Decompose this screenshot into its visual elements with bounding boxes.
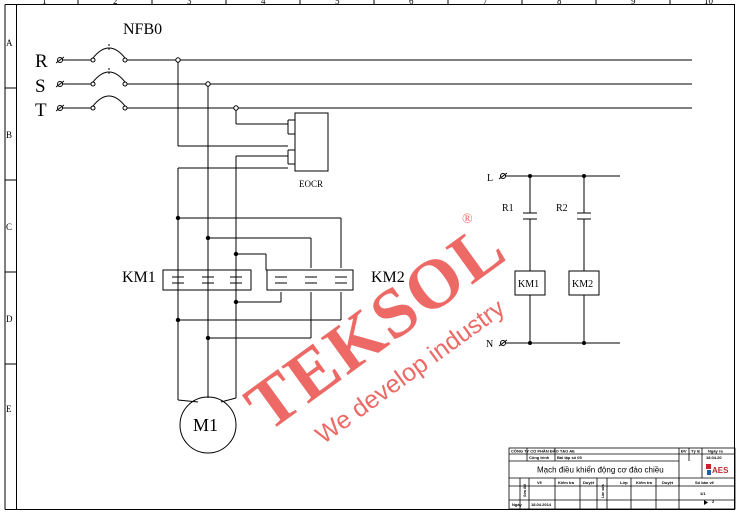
tb-drawn-label: Vẽ — [537, 480, 543, 485]
junction-dots — [175, 57, 239, 341]
column-marker: 1 — [42, 0, 47, 6]
tb-date-label: Ngày ra — [708, 449, 723, 454]
tb-left-vertical: Sửa đổi — [523, 484, 527, 497]
column-marker: 10 — [704, 0, 714, 6]
tb-check-label-2: Kiểm tra — [636, 480, 653, 485]
row-marker: E — [6, 404, 12, 414]
overload-label: EOCR — [299, 179, 323, 189]
tb-date-row-label: Ngày — [512, 502, 523, 507]
control-wiring — [498, 172, 620, 347]
power-wiring — [55, 44, 692, 454]
contactor2-label: KM2 — [371, 269, 405, 286]
relay2-label: R2 — [556, 203, 568, 214]
coil2-label: KM2 — [572, 279, 593, 290]
row-marker: A — [6, 38, 13, 48]
neutral-label: N — [486, 339, 493, 350]
page-arrow-icon — [704, 500, 708, 505]
tb-company: CÔNG TY CỔ PHẦN ĐÀO TẠO AE — [511, 449, 575, 454]
column-marker: 7 — [483, 0, 488, 6]
relay1-label: R1 — [502, 203, 514, 214]
tb-title: Mạch điều khiển động cơ đảo chiều — [537, 466, 664, 475]
column-marker: 2 — [113, 0, 118, 6]
title-block: CÔNG TY CỔ PHẦN ĐÀO TẠO AE Công trình Bà… — [508, 447, 736, 510]
contactor1-label: KM1 — [122, 269, 156, 286]
phase-label-t: T — [35, 100, 47, 121]
phase-label-s: S — [35, 76, 46, 97]
column-marker: 5 — [335, 0, 340, 6]
tb-approve-label: Duyệt — [583, 480, 595, 485]
tb-drawing-no-label: Bài tập số 05 — [557, 455, 582, 460]
line-label: L — [487, 173, 493, 184]
column-markers: 1 2 3 4 5 6 7 8 9 10 — [42, 0, 714, 6]
tb-date-value: 18.04.20 — [706, 455, 722, 460]
row-marker: B — [6, 130, 12, 140]
drawing-frame — [4, 0, 735, 510]
motor-label: M1 — [193, 415, 218, 435]
column-marker: 9 — [631, 0, 636, 6]
column-marker: 8 — [557, 0, 562, 6]
tb-date-row-value: 18.04.2014 — [531, 502, 552, 507]
tb-right-vertical: Lần sửa — [601, 484, 605, 498]
tb-page-value: 2 — [712, 499, 715, 504]
logo-text: AES — [712, 466, 729, 475]
row-markers: A B C D E — [6, 38, 13, 414]
tb-approve-label-2: Duyệt — [662, 480, 674, 485]
phase-label-r: R — [35, 51, 48, 72]
tb-layer-label: Lớp — [620, 480, 628, 485]
row-marker: C — [6, 222, 12, 232]
tb-project-label: Công trình — [529, 455, 550, 460]
column-marker: 4 — [261, 0, 266, 6]
breaker-label: NFB0 — [123, 21, 162, 38]
tb-rev-label: ĐV — [681, 449, 687, 454]
control-junctions — [528, 174, 586, 345]
coil1-label: KM1 — [518, 279, 539, 290]
column-marker: 3 — [187, 0, 192, 6]
tb-scale-label: Tỷ lệ — [691, 449, 701, 454]
tb-sheet-label: Số bản vẽ — [695, 480, 715, 485]
company-logo: AES — [706, 464, 729, 475]
tb-sheet-value: 1/1 — [700, 491, 706, 496]
column-marker: 6 — [409, 0, 414, 6]
watermark-registered: ® — [462, 212, 473, 227]
row-marker: D — [6, 314, 13, 324]
tb-check-label: Kiểm tra — [558, 480, 575, 485]
